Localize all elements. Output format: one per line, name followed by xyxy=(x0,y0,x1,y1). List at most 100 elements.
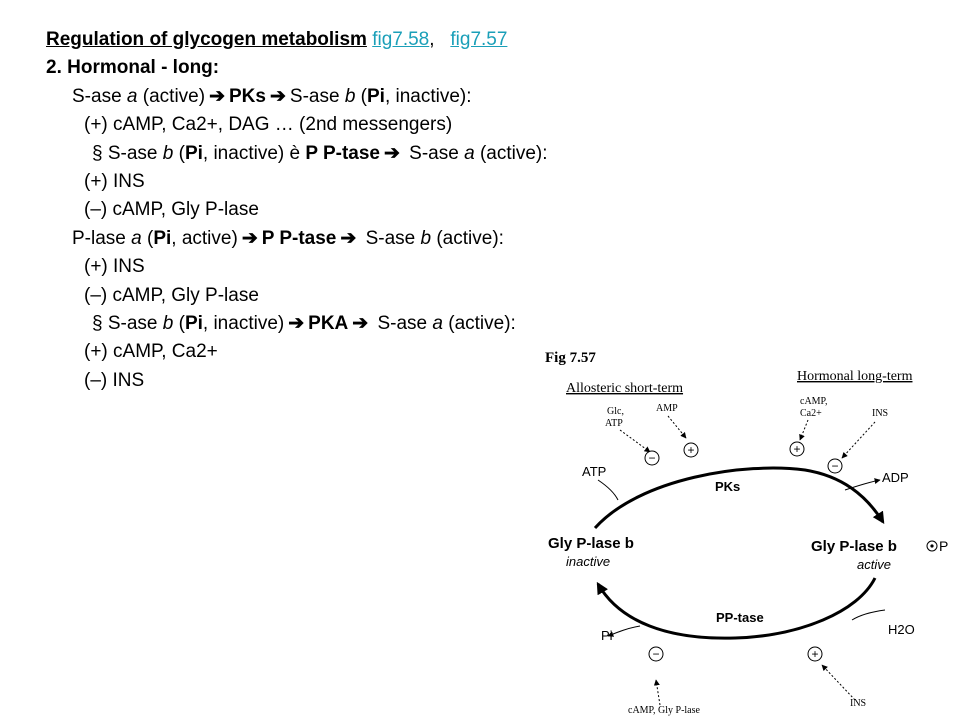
form-b: b xyxy=(344,85,356,107)
kinase-text: PKA xyxy=(308,312,349,334)
form-a: a xyxy=(464,142,475,164)
fig757-link[interactable]: fig7.57 xyxy=(450,29,508,50)
arrow-icon: ➔ xyxy=(352,312,369,334)
state-text: (active): xyxy=(474,142,548,164)
figure-label: Fig 7.57 xyxy=(545,350,596,366)
ins-bottom-dashed-arrow xyxy=(821,664,856,701)
plus-sign-icon: + xyxy=(793,442,800,456)
pi-output-curve xyxy=(607,625,641,637)
h2o-input-curve xyxy=(851,609,886,621)
minus-sign-icon: − xyxy=(831,459,838,473)
paren-text: ( xyxy=(173,312,185,334)
heading-separator: , xyxy=(429,29,435,50)
slide-title: Regulation of glycogen metabolism xyxy=(46,29,367,50)
synthase-activation-line: § S-ase b (Pi, inactive) è P P-tase➔ S-a… xyxy=(46,140,548,168)
allosteric-label: Allosteric short-term xyxy=(566,381,683,396)
glc-dashed-arrow xyxy=(619,429,651,453)
camp-dashed-arrow xyxy=(799,419,809,441)
section-heading: 2. Hormonal - long: xyxy=(46,57,220,79)
arrow-icon: ➔ xyxy=(340,227,357,249)
phosphate-group: P xyxy=(926,538,948,554)
state-text: , inactive) xyxy=(202,312,285,334)
heading-line: Regulation of glycogen metabolism fig7.5… xyxy=(46,26,548,54)
state-text: , active) xyxy=(171,227,238,249)
synthase-inactivation-line: S-ase a (active)➔PKs➔S-ase b (Pi, inacti… xyxy=(46,83,548,111)
slide-text: Regulation of glycogen metabolism fig7.5… xyxy=(46,26,548,395)
activators-line-4: (+) cAMP, Ca2+ xyxy=(84,341,218,363)
ins-top-dashed-arrow xyxy=(841,421,876,459)
glc-label: Glc, xyxy=(607,406,624,417)
adp-output-curve xyxy=(844,478,881,491)
pptase-label: PP-tase xyxy=(716,610,764,625)
paren-text: ( xyxy=(173,142,185,164)
activators-line-2: (+) INS xyxy=(84,170,145,192)
state-text: , inactive): xyxy=(384,85,472,107)
plase-inactivation-line: P-lase a (Pi, active)➔P P-tase➔ S-ase b … xyxy=(46,225,548,253)
hormonal-minus-circle: − xyxy=(827,458,843,474)
bullet-text: § S-ase xyxy=(92,312,163,334)
atp-label: ATP xyxy=(582,464,606,479)
arrow-icon: ➔ xyxy=(241,227,258,249)
state-text: (active): xyxy=(442,312,516,334)
h2o-label: H2O xyxy=(888,622,915,637)
top-minus-circle: − xyxy=(644,450,660,466)
form-b: b xyxy=(420,227,432,249)
inhibitors-line-4: (–) INS xyxy=(84,369,145,391)
camp-label: cAMP, xyxy=(800,396,828,407)
plus-sign-icon: + xyxy=(811,647,818,661)
enzyme-text: S-ase xyxy=(403,142,465,164)
enzyme-text: S-ase xyxy=(72,85,127,107)
bottom-inhibitor-dashed-arrow xyxy=(653,679,661,706)
amp-label: AMP xyxy=(656,403,678,414)
arrow-icon: ➔ xyxy=(209,85,225,107)
state-text: , inactive) è xyxy=(202,142,306,164)
pi-text: Pi xyxy=(367,85,385,107)
left-state-label: inactive xyxy=(566,554,610,569)
inhibitors-line-3: (–) cAMP, Gly P-lase xyxy=(84,284,259,306)
pi-text: Pi xyxy=(184,142,203,164)
dephosphorylation-arc xyxy=(596,577,877,640)
right-state-label: active xyxy=(857,557,891,572)
minus-sign-icon: − xyxy=(652,647,659,661)
enzyme-text: P-lase xyxy=(72,227,132,249)
activators-line-1: (+) cAMP, Ca2+, DAG … (2nd messengers) xyxy=(84,114,453,136)
plus-sign-icon: + xyxy=(687,443,694,457)
minus-sign-icon: − xyxy=(648,451,655,465)
form-a: a xyxy=(126,85,138,107)
hormonal-label: Hormonal long-term xyxy=(797,369,913,384)
paren-text: ( xyxy=(141,227,154,249)
ca-label: Ca2+ xyxy=(800,408,822,419)
form-b: b xyxy=(162,312,174,334)
bullet-text: § S-ase xyxy=(92,142,163,164)
enzyme-text: S-ase xyxy=(289,85,345,107)
arrow-icon: ➔ xyxy=(269,85,286,107)
bottom-minus-circle: − xyxy=(648,646,664,662)
arrow-icon: ➔ xyxy=(383,142,400,164)
hormonal-plus-circle: + xyxy=(789,441,805,457)
bottom-plus-circle: + xyxy=(807,646,823,662)
pi-text: Pi xyxy=(184,312,203,334)
ins-top-label: INS xyxy=(872,408,888,419)
state-text: (active) xyxy=(137,85,206,107)
phosphate-circle-icon xyxy=(926,540,938,552)
pi-label: Pi xyxy=(601,628,613,643)
amp-dashed-arrow xyxy=(667,415,687,439)
bottom-inhibitors-label: cAMP, Gly P-lase xyxy=(628,705,701,716)
phosphorylation-arc xyxy=(593,466,885,530)
arrow-icon: ➔ xyxy=(288,312,305,334)
pka-step-line: § S-ase b (Pi, inactive)➔PKA➔ S-ase a (a… xyxy=(46,310,548,338)
form-a: a xyxy=(432,312,443,334)
state-text: (active): xyxy=(431,227,504,249)
atp-small-label: ATP xyxy=(605,418,623,429)
left-enzyme-label: Gly P-lase b xyxy=(548,535,634,552)
pi-text: Pi xyxy=(153,227,172,249)
pks-label: PKs xyxy=(715,479,740,494)
fig758-link[interactable]: fig7.58 xyxy=(372,29,430,50)
adp-label: ADP xyxy=(882,470,909,485)
enzyme-text: S-ase xyxy=(360,227,421,249)
activators-line-3: (+) INS xyxy=(84,256,145,278)
right-enzyme-label: Gly P-lase b xyxy=(811,538,897,555)
phosphatase-text: P P-tase xyxy=(261,227,337,249)
kinase-text: PKs xyxy=(229,85,266,107)
